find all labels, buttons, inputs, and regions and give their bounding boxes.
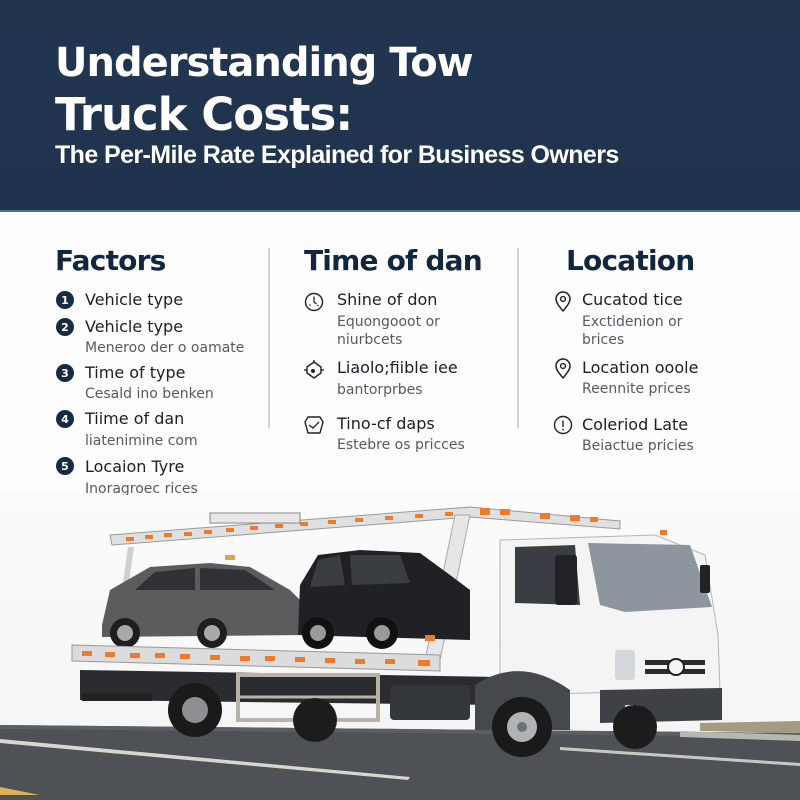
tow-truck-photo — [0, 495, 800, 800]
number-badge-icon: 1 — [56, 291, 74, 309]
list-item-desc: Beiactue pricies — [582, 438, 694, 454]
list-item-desc: Reennite prices — [582, 381, 691, 397]
target-clock-icon — [304, 360, 324, 379]
map-pin-icon — [555, 358, 571, 379]
tow-truck-illustration — [0, 506, 800, 800]
list-item-title: Location ooole — [582, 358, 699, 377]
column-heading: Location — [566, 244, 695, 277]
column-divider — [517, 248, 519, 428]
list-item-title: Coleriod Late — [582, 415, 689, 434]
list-item-desc: bantorprbes — [337, 382, 423, 398]
info-circle-icon — [553, 415, 573, 435]
list-item-title: Tiime of dan — [85, 409, 185, 428]
list-item-desc: liatenimine com — [85, 433, 198, 449]
list-item-desc: Cesald ino benken — [85, 386, 214, 402]
header-banner: Understanding Tow Truck Costs: The Per-M… — [0, 0, 800, 212]
list-item-title: Vehicle type — [85, 317, 184, 336]
list-item-title: Cucatod tice — [582, 290, 683, 309]
clock-icon — [304, 292, 324, 312]
number-badge-icon: 4 — [56, 410, 74, 428]
number-badge-icon: 3 — [56, 364, 74, 382]
list-item-desc: Meneroo der o oamate — [85, 340, 245, 356]
list-item-title: Vehicle type — [85, 290, 184, 309]
number-badge-icon: 5 — [56, 457, 74, 475]
list-item-desc: Estebre os pricces — [337, 437, 465, 453]
title-line-2: Truck Costs: — [55, 88, 353, 141]
factors-columns: Factors 1 Vehicle type 2 Vehicle type Me… — [0, 214, 800, 504]
list-item-title: Shine of don — [337, 290, 438, 309]
list-item-desc: niurbcets — [337, 332, 403, 348]
column-heading: Factors — [55, 244, 166, 277]
column-divider — [268, 248, 270, 428]
list-item-desc: Equongooot or — [337, 314, 440, 330]
badge-icon — [304, 416, 324, 434]
number-badge-icon: 2 — [56, 318, 74, 336]
subtitle: The Per-Mile Rate Explained for Business… — [55, 141, 619, 169]
column-heading: Time of dan — [304, 244, 483, 277]
list-item-title: Time of type — [85, 363, 186, 382]
list-item-title: Tino-cf daps — [337, 414, 435, 433]
list-item-title: Liaolo;fiible iee — [337, 358, 458, 377]
title-line-1: Understanding Tow — [55, 40, 474, 86]
list-item-desc: Inoragroec rices — [85, 481, 198, 497]
list-item-title: Locaion Tyre — [85, 457, 185, 476]
list-item-desc: brices — [582, 332, 625, 348]
list-item-desc: Exctidenion or — [582, 314, 683, 330]
map-pin-icon — [555, 291, 571, 312]
